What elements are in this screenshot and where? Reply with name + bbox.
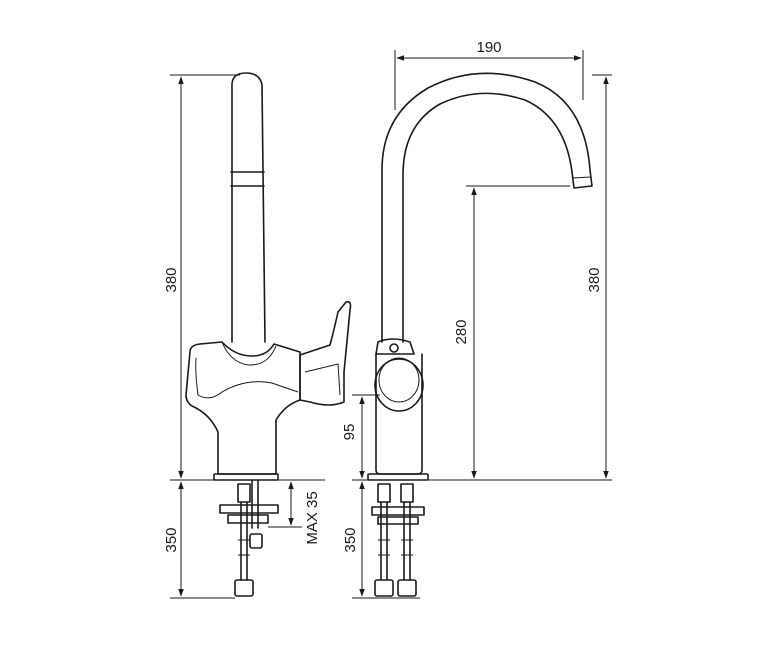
side-lock-nut (249, 533, 263, 549)
front-hose-right (403, 501, 411, 581)
side-view: 380 350 MAX 35 (163, 72, 352, 599)
dim-front-total-label: 380 (586, 267, 603, 292)
dim-side-below-label: 350 (163, 527, 180, 552)
front-body (375, 353, 423, 475)
dim-max-label: MAX 35 (304, 491, 321, 544)
side-mounting-plate (219, 504, 279, 514)
dim-side-total-label: 380 (163, 267, 180, 292)
side-lever-detail (304, 363, 341, 396)
front-collar-screw (389, 343, 399, 353)
front-hose-fitting-right (397, 579, 417, 597)
side-base-plate (213, 473, 279, 481)
side-hose-band (238, 539, 250, 556)
side-hose-connector (237, 483, 251, 503)
side-spout-column (231, 72, 266, 343)
front-spout-tip-line (571, 176, 592, 179)
side-hose (240, 501, 248, 581)
front-mounting-nut (377, 516, 419, 525)
front-gooseneck-outer (381, 72, 591, 343)
front-base-plate (367, 473, 429, 481)
front-hose-connector-right (400, 483, 414, 503)
side-lever-handle (299, 300, 352, 406)
front-gooseneck-inner (402, 92, 573, 343)
front-spout-tip (571, 169, 593, 189)
dim-reach-label: 190 (476, 39, 501, 56)
front-lever-knob-inner (378, 357, 420, 403)
side-body-inner (195, 357, 299, 399)
front-hose-left (380, 501, 388, 581)
front-hose-fitting-left (374, 579, 394, 597)
dim-spout-label: 280 (453, 319, 470, 344)
front-view: 190 280 380 95 350 (341, 39, 612, 599)
side-hose-fitting (234, 579, 254, 597)
side-body-curve (221, 341, 277, 366)
side-body (185, 341, 301, 475)
dim-front-below-label: 350 (342, 527, 359, 552)
front-hose-connector-left (377, 483, 391, 503)
side-mounting-nut (227, 514, 269, 524)
front-body-collar (375, 338, 415, 355)
front-lever-knob (374, 358, 424, 412)
front-mounting-plate (371, 506, 425, 516)
front-hose-bands (378, 539, 413, 556)
dim-body-label: 95 (341, 424, 358, 441)
